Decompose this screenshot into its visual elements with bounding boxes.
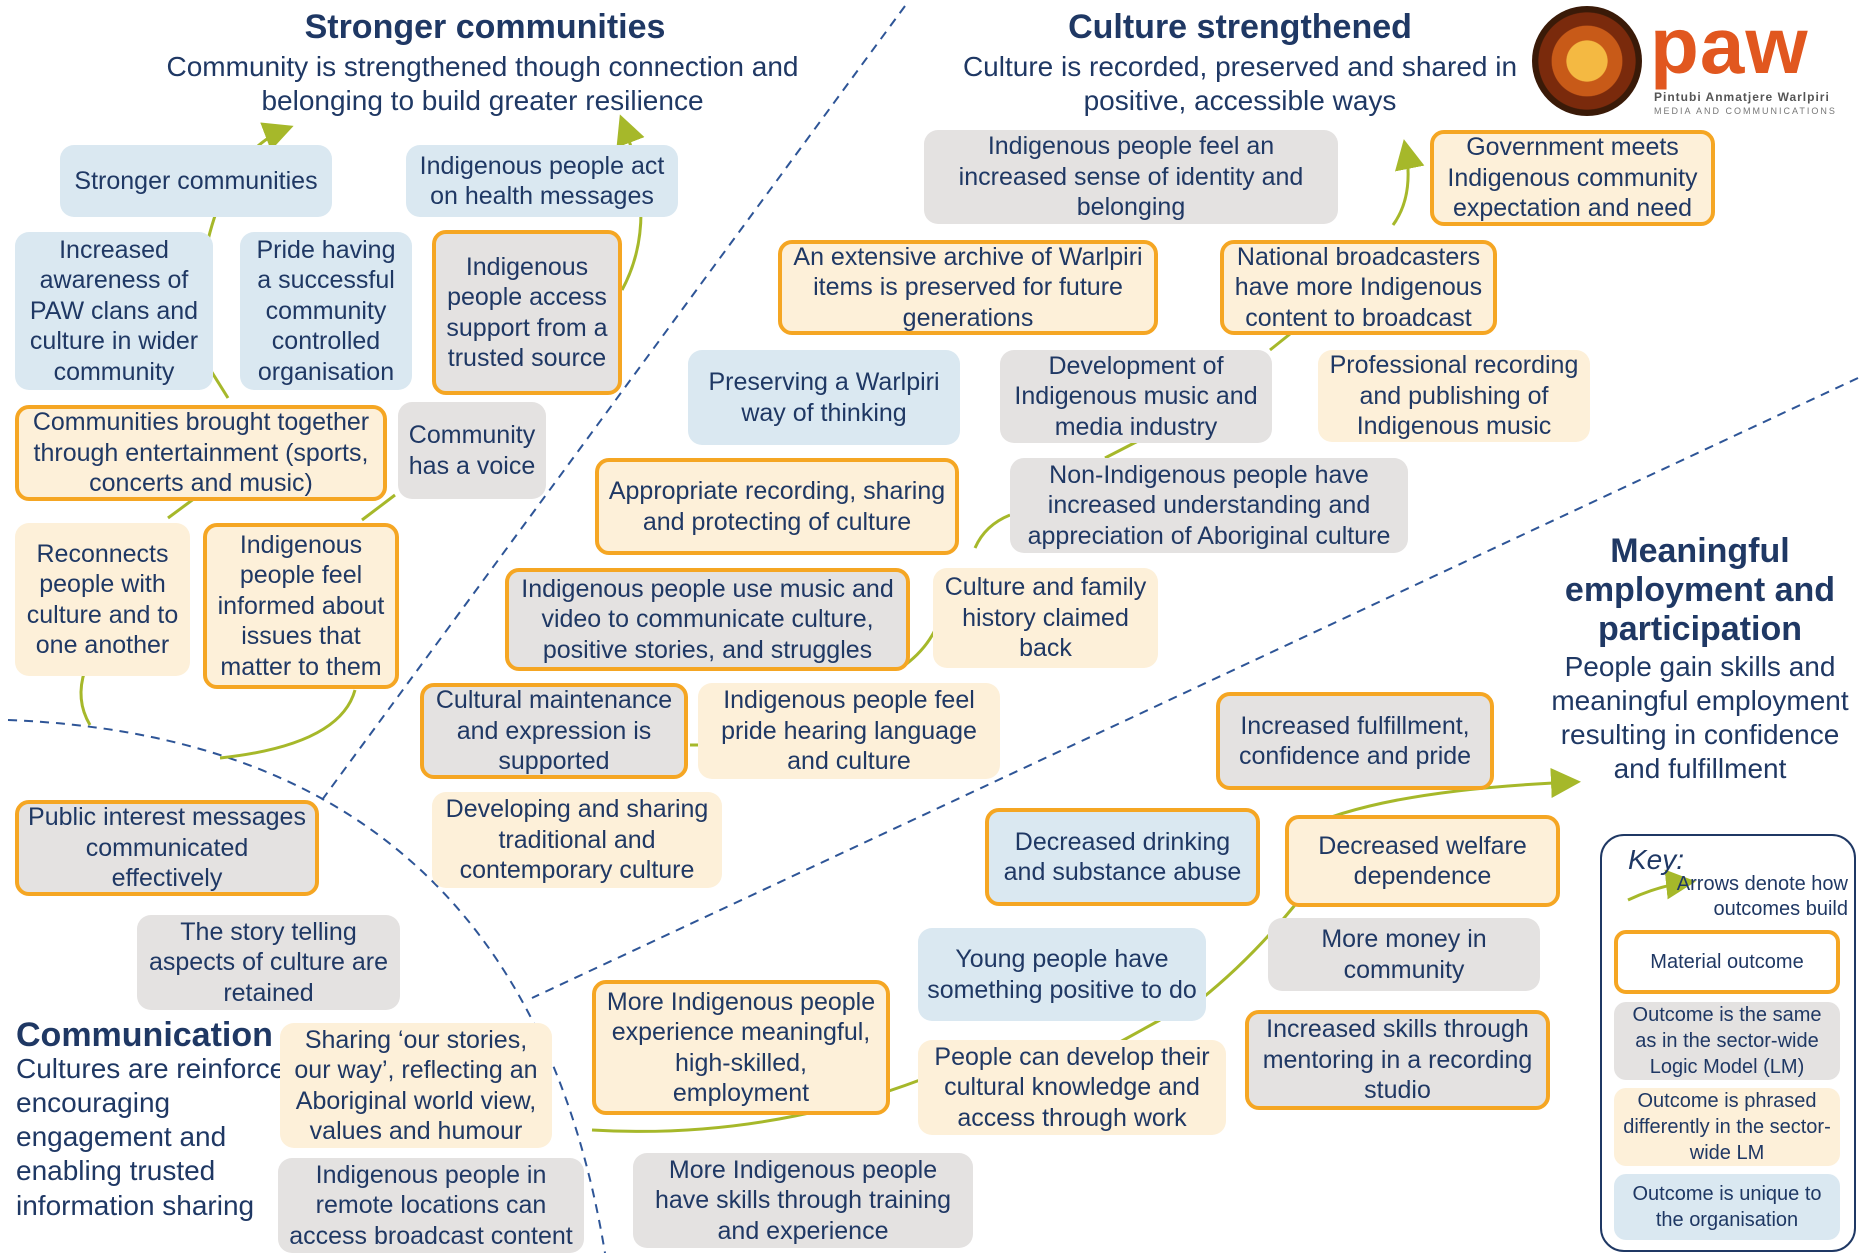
outcome-cultural-knowledge-work: People can develop their cultural knowle… xyxy=(918,1040,1226,1135)
key-title: Key: xyxy=(1628,844,1685,875)
outcome-feel-informed: Indigenous people feel informed about is… xyxy=(203,523,399,689)
connector-arrow xyxy=(1199,904,1297,1002)
outcome-music-video-communicate: Indigenous people use music and video to… xyxy=(505,568,910,671)
outcome-public-interest-messages: Public interest messages communicated ef… xyxy=(15,800,319,896)
connector-arrow xyxy=(167,496,196,520)
outcome-reconnects-people: Reconnects people with culture and to on… xyxy=(15,523,190,676)
outcome-act-on-health-messages: Indigenous people act on health messages xyxy=(406,145,678,217)
connector-arrow xyxy=(219,689,357,760)
outcome-story-telling-retained: The story telling aspects of culture are… xyxy=(137,915,400,1010)
outcome-pride-hearing-language: Indigenous people feel pride hearing lan… xyxy=(698,683,1000,779)
outcome-preserving-warlpiri-thinking: Preserving a Warlpiri way of thinking xyxy=(688,350,960,445)
divider-line xyxy=(531,377,1859,999)
paw-logo-tagline-2: MEDIA AND COMMUNICATIONS xyxy=(1654,106,1837,116)
stronger-communities-subtitle: Community is strengthened though connect… xyxy=(166,51,799,117)
communication-title: Communication xyxy=(16,1016,273,1054)
connector-arrow xyxy=(79,669,92,726)
outcome-skills-training: More Indigenous people have skills throu… xyxy=(633,1153,973,1248)
connector-arrow xyxy=(1391,139,1425,226)
outcome-access-trusted-source: Indigenous people access support from a … xyxy=(432,230,622,395)
divider-line xyxy=(7,719,606,1253)
culture-strengthened-title: Culture strengthened xyxy=(1068,8,1412,46)
outcome-government-meets-expectation: Government meets Indigenous community ex… xyxy=(1430,130,1715,226)
connector-arrow xyxy=(1627,869,1696,902)
connector-arrow xyxy=(361,493,396,522)
communication-subtitle: Cultures are reinforced, encouraging eng… xyxy=(16,1053,309,1221)
connector-arrow xyxy=(1119,1018,1161,1044)
paw-logo-word: paw xyxy=(1650,1,1809,90)
outcome-family-history-claimed: Culture and family history claimed back xyxy=(933,568,1158,668)
outcome-professional-recording: Professional recording and publishing of… xyxy=(1318,350,1590,442)
paw-logo-tagline: Pintubi Anmatjere Warlpiri xyxy=(1654,90,1830,104)
diagram-key: Key: Arrows denote how outcomes build Ma… xyxy=(1600,834,1856,1252)
outcome-remote-access-broadcast: Indigenous people in remote locations ca… xyxy=(278,1158,584,1253)
outcome-cultural-maintenance: Cultural maintenance and expression is s… xyxy=(420,683,688,779)
outcome-community-has-voice: Community has a voice xyxy=(398,402,546,499)
outcome-more-money: More money in community xyxy=(1268,918,1540,991)
outcome-decreased-welfare: Decreased welfare dependence xyxy=(1285,815,1560,907)
key-material-outcome: Material outcome xyxy=(1614,930,1840,994)
divider-line xyxy=(321,5,906,801)
meaningful-employment-title: Meaningful employment and participation xyxy=(1564,532,1836,649)
outcome-fulfillment-confidence: Increased fulfillment, confidence and pr… xyxy=(1216,692,1494,790)
key-arrow-description: Arrows denote how outcomes build xyxy=(1676,873,1848,920)
key-same-outcome: Outcome is the same as in the sector-wid… xyxy=(1614,1002,1840,1080)
outcome-young-people-positive: Young people have something positive to … xyxy=(918,928,1206,1021)
meaningful-employment-subtitle: People gain skills and meaningful employ… xyxy=(1551,651,1849,785)
outcome-national-broadcasters: National broadcasters have more Indigeno… xyxy=(1220,240,1497,335)
outcome-increased-awareness: Increased awareness of PAW clans and cul… xyxy=(15,232,213,390)
connector-arrow xyxy=(973,513,1011,549)
key-unique-outcome: Outcome is unique to the organisation xyxy=(1614,1174,1840,1240)
outcome-sharing-our-stories: Sharing ‘our stories, our way’, reflecti… xyxy=(280,1023,552,1148)
outcome-non-indigenous-understanding: Non-Indigenous people have increased und… xyxy=(1010,458,1408,553)
key-phrased-differently: Outcome is phrased differently in the se… xyxy=(1614,1088,1840,1166)
stronger-communities-title: Stronger communities xyxy=(304,8,666,46)
paw-logo: paw Pintubi Anmatjere Warlpiri MEDIA AND… xyxy=(1532,1,1862,121)
outcome-identity-belonging: Indigenous people feel an increased sens… xyxy=(924,130,1338,224)
culture-strengthened-subtitle: Culture is recorded, preserved and share… xyxy=(962,51,1518,117)
outcome-archive-preserved: An extensive archive of Warlpiri items i… xyxy=(778,240,1158,335)
outcome-skills-mentoring: Increased skills through mentoring in a … xyxy=(1245,1010,1550,1110)
outcome-stronger-communities: Stronger communities xyxy=(60,145,332,217)
outcome-meaningful-employment: More Indigenous people experience meanin… xyxy=(592,980,890,1115)
outcome-appropriate-recording: Appropriate recording, sharing and prote… xyxy=(595,458,959,555)
outcome-communities-brought-together: Communities brought together through ent… xyxy=(15,405,387,501)
connector-arrow xyxy=(1104,438,1141,460)
outcome-decreased-drinking: Decreased drinking and substance abuse xyxy=(985,808,1260,906)
outcome-developing-sharing-culture: Developing and sharing traditional and c… xyxy=(432,792,722,888)
paw-logo-emblem xyxy=(1532,6,1642,116)
outcome-pride-successful-org: Pride having a successful community cont… xyxy=(240,232,412,390)
outcome-music-media-industry: Development of Indigenous music and medi… xyxy=(1000,350,1272,443)
